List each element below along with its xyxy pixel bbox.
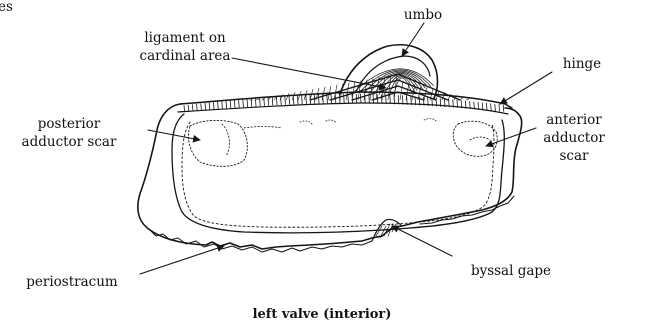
hinge-tooth: [230, 101, 231, 108]
muscle-marks: [300, 119, 436, 124]
label-umbo: umbo: [404, 7, 442, 23]
hinge-tooth: [503, 105, 504, 111]
hinge-tooth: [234, 100, 235, 107]
posterior-adductor-scar: [188, 120, 247, 166]
hinge-tooth: [209, 103, 210, 110]
label-posterior-line2: adductor scar: [22, 134, 117, 150]
diagram-labels: umbo ligament on cardinal area hinge pos…: [22, 7, 606, 322]
periostracum-leader: [140, 246, 224, 274]
label-periostracum: periostracum: [26, 274, 118, 290]
umbo-leader: [402, 23, 424, 56]
label-anterior-line1: anterior: [546, 112, 602, 128]
hinge-tooth: [289, 96, 290, 105]
hinge-tooth: [255, 98, 256, 106]
hinge-tooth: [491, 104, 492, 111]
hinge-tooth: [197, 104, 198, 111]
hinge-tooth: [390, 95, 391, 104]
hinge-tooth: [239, 100, 240, 108]
hinge-leader: [500, 72, 552, 104]
cardinal-hatch-stroke: [460, 97, 463, 100]
hinge-tooth: [260, 98, 261, 106]
label-ligament-line1: ligament on: [144, 30, 226, 46]
ligament-leader: [232, 58, 386, 88]
cropped-text-fragment: es: [0, 0, 13, 15]
hinge-tooth: [268, 97, 269, 105]
hinge-tooth: [373, 94, 374, 103]
hinge-tooth: [247, 99, 248, 107]
anterior-scar-inner: [470, 137, 490, 140]
hinge-tooth: [398, 96, 399, 105]
label-anterior-line3: scar: [560, 148, 590, 164]
hinge-tooth: [331, 94, 332, 103]
label-posterior-line1: posterior: [38, 116, 101, 132]
hinge-tooth: [205, 103, 206, 110]
hinge-tooth: [360, 94, 361, 103]
label-hinge: hinge: [563, 56, 601, 72]
label-ligament-line2: cardinal area: [140, 48, 231, 64]
anterior-adductor-scar: [453, 121, 497, 156]
hinge-tooth: [302, 95, 303, 104]
hinge-tooth: [285, 96, 286, 105]
cardinal-hatch-stroke: [466, 99, 469, 100]
hinge-tooth: [218, 102, 219, 109]
hinge-tooth: [192, 105, 193, 111]
hinge-tooth: [318, 94, 319, 103]
hinge-tooth: [213, 102, 214, 109]
figure-caption: left valve (interior): [253, 307, 392, 322]
cardinal-hatch-stroke: [406, 83, 409, 100]
hinge-tooth: [486, 103, 487, 110]
hinge-tooth: [306, 95, 307, 104]
hinge-tooth: [243, 99, 244, 107]
hinge-tooth: [272, 97, 273, 105]
byssal-gape-leader: [392, 226, 452, 256]
hinge-tooth: [478, 102, 479, 109]
hinge-tooth: [226, 101, 227, 108]
hinge-tooth: [184, 106, 185, 112]
hinge-tooth: [201, 104, 202, 111]
hinge-tooth: [482, 103, 483, 110]
posterior-scar-inner: [222, 124, 282, 156]
hinge-tooth: [495, 104, 496, 110]
hinge-tooth: [339, 94, 340, 103]
hinge-tooth: [188, 105, 189, 111]
hinge-tooth: [251, 99, 252, 107]
hinge-tooth: [276, 97, 277, 105]
cardinal-hatch-stroke: [346, 83, 349, 100]
hinge-band-bottom: [178, 103, 508, 114]
label-byssal-gape: byssal gape: [471, 263, 551, 279]
shell-valve-illustration: [138, 45, 522, 252]
hinge-tooth: [369, 94, 370, 103]
label-anterior-line2: adductor: [543, 130, 605, 146]
cardinal-hatch-stroke: [352, 82, 355, 100]
hinge-tooth: [499, 105, 500, 111]
cardinal-hatch-stroke: [256, 99, 259, 100]
hinge-tooth: [222, 101, 223, 108]
cardinal-hatch-stroke: [286, 94, 289, 101]
